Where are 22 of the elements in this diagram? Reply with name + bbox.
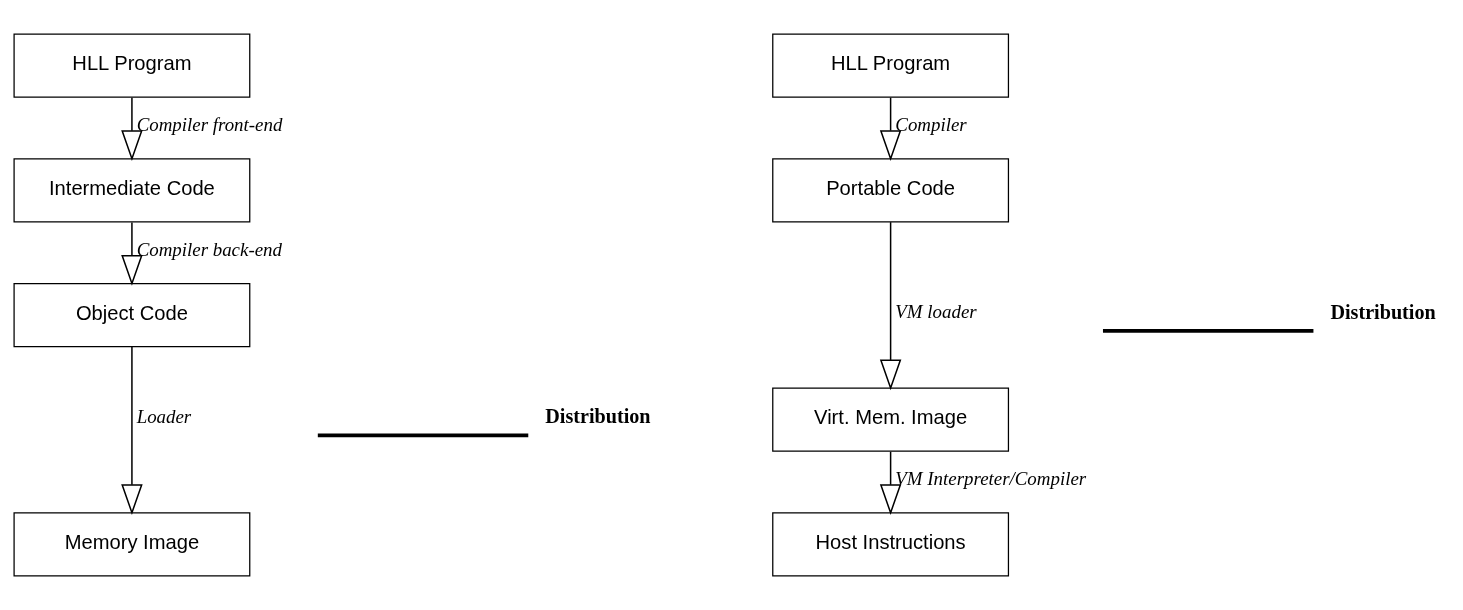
node-box: Host Instructions <box>772 512 1010 577</box>
node-box: Portable Code <box>772 158 1010 223</box>
label: Distribution <box>1330 300 1436 323</box>
node-box: Virt. Mem. Image <box>772 387 1010 452</box>
label: Distribution <box>545 405 651 428</box>
arrow <box>121 221 143 286</box>
node-box: Object Code <box>13 282 251 348</box>
edge-label: Loader <box>136 405 192 427</box>
arrow <box>879 451 902 516</box>
edge-label: Compiler <box>895 114 967 136</box>
node-box: Memory Image <box>13 512 251 577</box>
edge-label: VM Interpreter/Compiler <box>895 468 1087 490</box>
node-box: HLL Program <box>772 33 1010 98</box>
arrow <box>879 96 902 161</box>
node-box: HLL Program <box>13 33 251 98</box>
arrow <box>121 96 143 161</box>
arrow <box>121 346 143 515</box>
edge-label: VM loader <box>895 301 977 323</box>
edge-label: Compiler front-end <box>136 114 283 136</box>
edge-label: Compiler back-end <box>136 238 282 260</box>
arrow <box>879 221 902 391</box>
node-box: Intermediate Code <box>13 158 251 223</box>
